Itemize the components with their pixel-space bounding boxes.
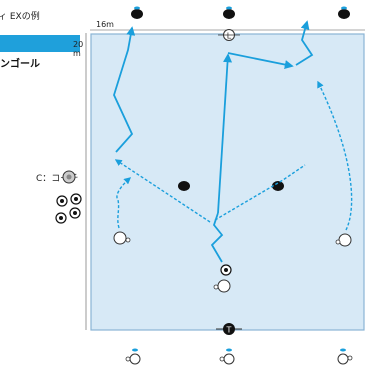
player-icon <box>131 6 143 19</box>
legend-color-bar <box>0 35 80 52</box>
player-icon <box>178 181 190 191</box>
diagram-title: ィ EXの例 <box>0 12 40 22</box>
ball-icon <box>220 264 232 276</box>
player-icon <box>272 181 284 191</box>
pass-path-right-lower <box>214 164 306 221</box>
height-dimension-unit: m <box>73 49 81 58</box>
width-dimension-label: 16m <box>96 20 114 29</box>
ball-icon <box>55 212 67 224</box>
height-dimension-label: 20 m <box>73 40 83 58</box>
player-icon <box>337 348 353 365</box>
ball-icon <box>56 195 68 207</box>
player-icon <box>213 279 231 293</box>
goal-icon: T <box>216 323 242 335</box>
run-path-left <box>113 26 136 153</box>
player-icon <box>223 6 235 19</box>
player-icon <box>125 348 141 365</box>
coach-icon <box>62 170 76 184</box>
player-icon <box>338 6 350 19</box>
goal-marker-top: L <box>227 32 232 41</box>
run-path-right <box>295 20 314 66</box>
goal-icon: L <box>218 29 240 41</box>
legend-label: ンゴール <box>0 59 40 70</box>
goal-marker-bottom: T <box>226 326 232 335</box>
run-path-center <box>217 53 233 214</box>
player-icon <box>335 233 352 247</box>
dribble-path-center <box>210 212 224 263</box>
pass-path-left <box>114 159 211 223</box>
player-icon <box>219 348 235 365</box>
dribble-path-left <box>116 177 132 229</box>
ball-icon <box>69 207 81 219</box>
height-dimension-value: 20 <box>73 40 84 49</box>
run-path-cross <box>227 52 294 69</box>
coach-label: C：コーチ <box>36 174 79 184</box>
player-icon <box>113 231 131 245</box>
pass-path-right <box>317 80 353 231</box>
ball-icon <box>70 193 82 205</box>
